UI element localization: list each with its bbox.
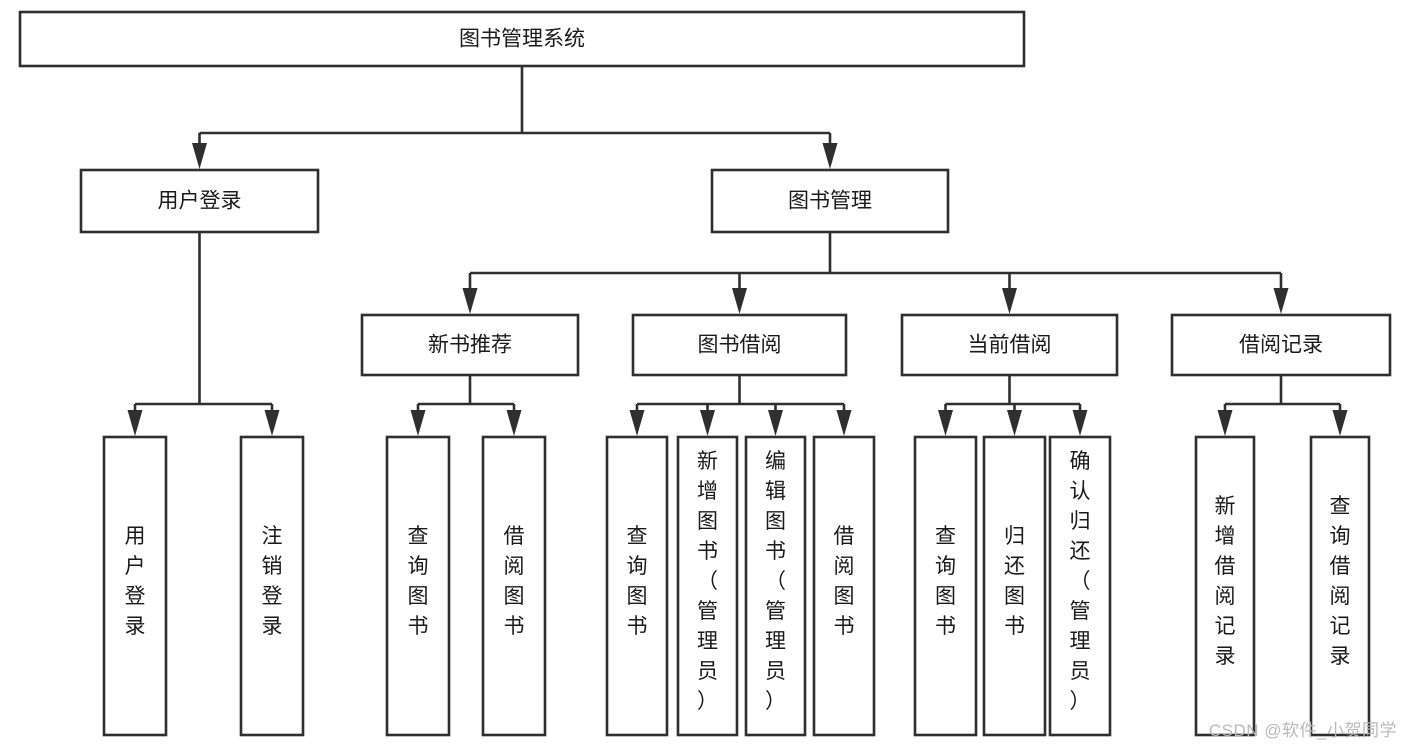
node-leaf-query-book-3[interactable]: 查询图书 [913, 435, 978, 737]
node-borrow-record[interactable]: 借阅记录 [1170, 313, 1392, 377]
node-leaf-confirm-return[interactable]: 确认归还（管理员） [1048, 435, 1112, 737]
arrow-head-icon [506, 410, 522, 436]
node-box[interactable] [744, 435, 807, 737]
node-box[interactable] [102, 435, 168, 737]
csdn-watermark: CSDN @软件_小贺同学 [1208, 721, 1397, 740]
arrow-head-icon [192, 143, 207, 169]
node-label: 图书管理 [788, 190, 872, 213]
edge-group-user-login [127, 232, 280, 436]
node-leaf-add-record[interactable]: 新增借阅记录 [1194, 435, 1256, 737]
edge-group-borrow-record [1217, 375, 1348, 436]
node-label: 查询图书 [935, 525, 956, 638]
node-box[interactable] [605, 435, 669, 737]
node-label: 确认归还（管理员） [1070, 450, 1091, 713]
node-user-login[interactable]: 用户登录 [79, 168, 320, 234]
node-leaf-query-record[interactable]: 查询借阅记录 [1309, 435, 1371, 737]
arrow-head-icon [1332, 410, 1348, 436]
node-label: 借阅记录 [1239, 334, 1323, 357]
arrow-head-icon [938, 410, 953, 436]
arrow-head-icon [822, 143, 838, 169]
node-box[interactable] [1048, 435, 1112, 737]
arrow-head-icon [1072, 410, 1088, 436]
arrow-head-icon [264, 410, 280, 436]
node-book-borrow[interactable]: 图书借阅 [631, 313, 848, 377]
edge-group-root [192, 66, 838, 169]
node-box[interactable] [481, 435, 547, 737]
arrow-head-icon [836, 410, 852, 436]
node-box[interactable] [900, 313, 1119, 377]
node-leaf-query-book-1[interactable]: 查询图书 [385, 435, 451, 737]
arrow-head-icon [127, 410, 143, 436]
node-label: 查询图书 [408, 525, 429, 638]
node-label: 图书借阅 [698, 334, 782, 357]
node-leaf-logout[interactable]: 注销登录 [239, 435, 305, 737]
node-box[interactable] [385, 435, 451, 737]
node-leaf-edit-book[interactable]: 编辑图书（管理员） [744, 435, 807, 737]
arrow-head-icon [732, 288, 747, 314]
node-label: 借阅图书 [504, 525, 525, 638]
node-label: 新书推荐 [428, 334, 512, 357]
node-current-borrow[interactable]: 当前借阅 [900, 313, 1119, 377]
node-box[interactable] [360, 313, 580, 377]
node-box[interactable] [710, 168, 950, 234]
node-label: 注销登录 [262, 525, 283, 638]
node-leaf-query-book-2[interactable]: 查询图书 [605, 435, 669, 737]
node-new-book-recommend[interactable]: 新书推荐 [360, 313, 580, 377]
node-leaf-borrow-book-1[interactable]: 借阅图书 [481, 435, 547, 737]
node-box[interactable] [1309, 435, 1371, 737]
node-label: 用户登录 [158, 190, 242, 213]
node-label: 编辑图书（管理员） [765, 450, 786, 713]
node-label: 用户登录 [125, 525, 146, 638]
node-book-manage[interactable]: 图书管理 [710, 168, 950, 234]
node-label: 查询借阅记录 [1330, 495, 1351, 668]
arrow-head-icon [629, 410, 645, 436]
arrow-head-icon [1273, 288, 1289, 314]
arrow-head-icon [1002, 288, 1017, 314]
arrow-head-icon [410, 410, 426, 436]
node-label: 借阅图书 [834, 525, 855, 638]
node-root[interactable]: 图书管理系统 [18, 10, 1026, 68]
node-leaf-add-book[interactable]: 新增图书（管理员） [676, 435, 739, 737]
node-label: 图书管理系统 [459, 28, 585, 51]
edge-group-current-borrow [938, 375, 1088, 436]
edge-group-new-book-recommend [410, 375, 522, 436]
nodes-layer: 图书管理系统用户登录图书管理新书推荐图书借阅当前借阅借阅记录用户登录注销登录查询… [18, 10, 1392, 737]
arrow-head-icon [700, 410, 715, 436]
arrow-head-icon [462, 288, 478, 314]
edge-group-book-borrow [629, 375, 852, 436]
node-leaf-user-login[interactable]: 用户登录 [102, 435, 168, 737]
node-box[interactable] [913, 435, 978, 737]
node-label: 查询图书 [627, 525, 648, 638]
node-box[interactable] [1170, 313, 1392, 377]
node-box[interactable] [631, 313, 848, 377]
node-box[interactable] [79, 168, 320, 234]
edges-layer [127, 66, 1348, 436]
node-leaf-return-book[interactable]: 归还图书 [982, 435, 1047, 737]
node-label: 新增借阅记录 [1215, 495, 1236, 668]
arrow-head-icon [1007, 410, 1022, 436]
node-box[interactable] [18, 10, 1026, 68]
node-box[interactable] [812, 435, 876, 737]
edge-group-book-manage [462, 232, 1289, 314]
node-label: 当前借阅 [968, 334, 1052, 357]
node-box[interactable] [239, 435, 305, 737]
node-label: 归还图书 [1004, 525, 1025, 638]
node-box[interactable] [982, 435, 1047, 737]
node-leaf-borrow-book-2[interactable]: 借阅图书 [812, 435, 876, 737]
node-box[interactable] [676, 435, 739, 737]
arrow-head-icon [768, 410, 783, 436]
node-label: 新增图书（管理员） [697, 450, 718, 713]
node-box[interactable] [1194, 435, 1256, 737]
arrow-head-icon [1217, 410, 1233, 436]
